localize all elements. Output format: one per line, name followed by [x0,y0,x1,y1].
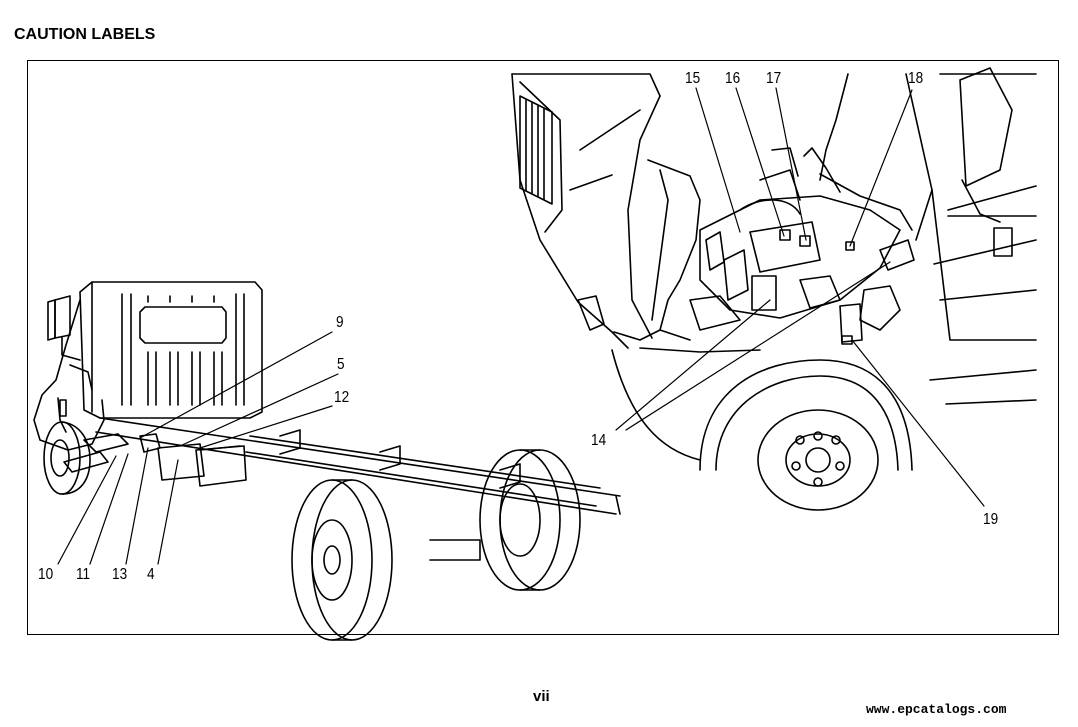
callout-15: 15 [685,70,701,87]
engine-bay-drawing [511,67,1037,511]
illustration-frame [27,60,1059,635]
callout-17: 17 [766,70,782,87]
callout-11: 11 [76,566,91,583]
chassis-truck-drawing [33,281,621,641]
callout-16: 16 [725,70,741,87]
section-heading: CAUTION LABELS [14,26,156,43]
right-leader-lines [615,87,985,507]
callout-18: 18 [908,70,924,87]
page-number: vii [533,688,550,705]
callout-4: 4 [147,566,155,583]
callout-10: 10 [38,566,54,583]
left-leader-lines [57,331,339,565]
callout-5: 5 [337,356,345,373]
callout-12: 12 [334,389,350,406]
callout-14: 14 [591,432,607,449]
callout-19: 19 [983,511,999,528]
callout-13: 13 [112,566,128,583]
watermark: www.epcatalogs.com [866,702,1007,717]
callout-9: 9 [336,314,344,331]
